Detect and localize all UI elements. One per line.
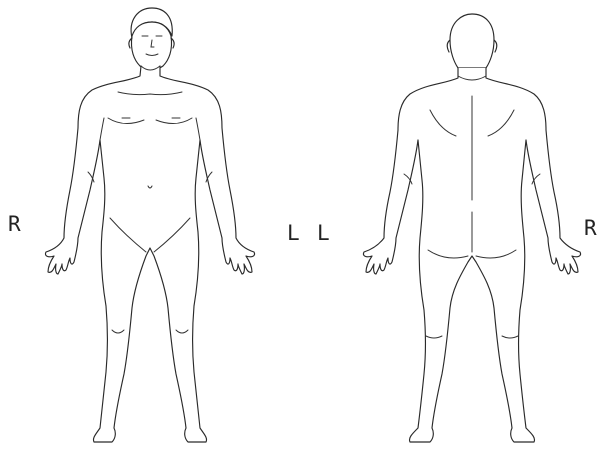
back-right-label: R (584, 218, 597, 239)
front-right-label: R (8, 214, 21, 235)
front-body-figure (45, 8, 254, 442)
back-head (450, 14, 494, 68)
back-left-label: L (317, 223, 330, 244)
front-body-outline (45, 66, 254, 442)
back-body-figure (363, 14, 580, 442)
front-left-label: L (287, 223, 300, 244)
